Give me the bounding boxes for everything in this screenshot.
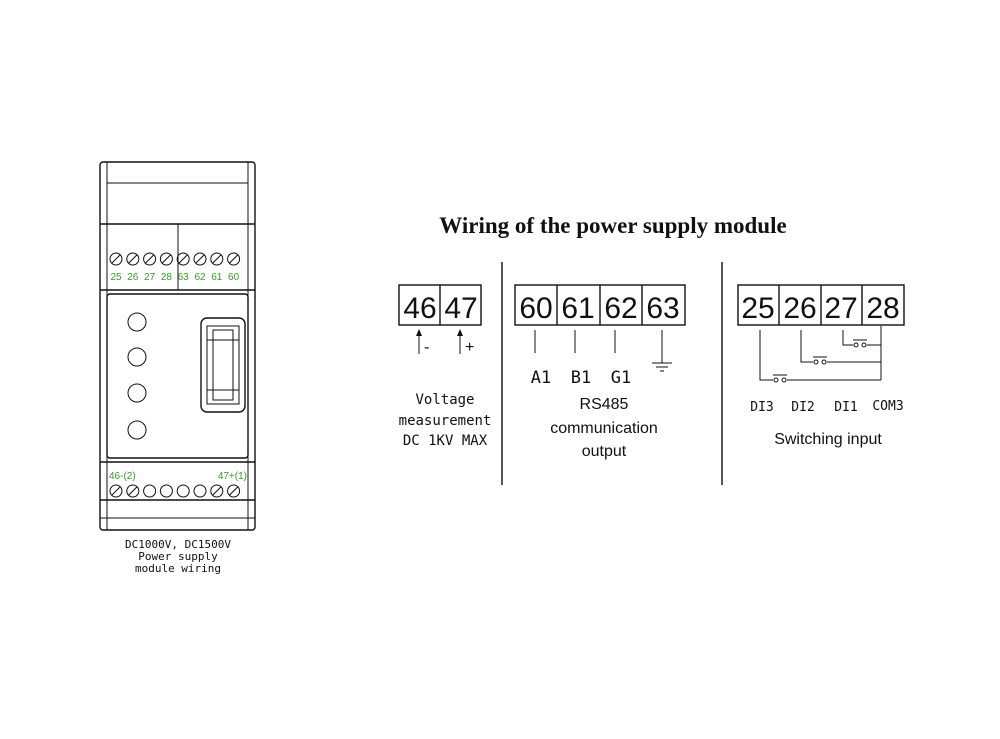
screw-terminal-icon [193, 252, 207, 266]
terminal-62: 62 [604, 292, 637, 325]
led-indicator [127, 420, 147, 440]
screw-slot [128, 486, 138, 496]
terminal-number: 63 [178, 272, 190, 283]
screw-slot [128, 254, 138, 264]
switching-input-section: 25 26 27 28 DI3 DI2 DI1 COM3 Switching i… [737, 284, 905, 448]
terminal-26: 26 [783, 292, 816, 325]
empty-terminal-icon [143, 484, 157, 498]
connector-port [200, 317, 246, 413]
switch-contact-icon [813, 356, 827, 365]
terminal-number: 25 [110, 272, 122, 283]
screw-slot [111, 486, 121, 496]
terminal-60: 60 [519, 292, 552, 325]
screw-terminal-icon [227, 484, 241, 498]
screw-terminal-icon [176, 252, 190, 266]
polarity-minus: - [424, 339, 429, 356]
terminal-number: 28 [161, 272, 173, 283]
label-com3: COM3 [872, 399, 903, 414]
rs485-description: output [582, 443, 627, 460]
terminal-number: 26 [127, 272, 139, 283]
empty-terminal-icon [176, 484, 190, 498]
switch-contact-icon [853, 339, 867, 348]
terminal-27: 27 [824, 292, 857, 325]
terminal-25: 25 [741, 292, 774, 325]
screw-terminal-icon [227, 252, 241, 266]
screw-slot [229, 254, 238, 264]
switch-contact-icon [773, 374, 787, 383]
arrow-icon [457, 329, 463, 336]
screw-terminal-icon [210, 252, 224, 266]
voltage-description: DC 1KV MAX [403, 433, 488, 449]
screw-slot [145, 254, 154, 264]
empty-terminal-icon [193, 484, 207, 498]
rs485-description: RS485 [580, 396, 629, 413]
screw-slot [212, 254, 222, 264]
terminal-63: 63 [646, 292, 679, 325]
switching-description: Switching input [774, 431, 882, 448]
diagram-title: Wiring of the power supply module [439, 213, 786, 238]
terminal-47: 47 [444, 292, 477, 325]
terminal-28: 28 [866, 292, 899, 325]
terminal-label-46: 46-(2) [109, 471, 136, 482]
signal-a1: A1 [531, 368, 551, 388]
screw-slot [178, 254, 188, 264]
screw-slot [229, 486, 238, 496]
screw-slot [162, 254, 171, 264]
led-indicator [127, 347, 147, 367]
label-di1: DI1 [834, 400, 857, 415]
led-indicator [127, 312, 147, 332]
screw-slot [111, 254, 121, 264]
polarity-plus: + [465, 339, 474, 356]
terminal-46: 46 [403, 292, 436, 325]
terminal-number: 62 [194, 272, 206, 283]
screw-terminal-icon [159, 252, 173, 266]
arrow-icon [416, 329, 422, 336]
terminal-61: 61 [561, 292, 594, 325]
terminal-number: 60 [228, 272, 240, 283]
label-di3: DI3 [750, 400, 773, 415]
voltage-measurement-section: 46 47 - + Voltage measurement DC 1KV MAX [398, 284, 492, 449]
power-supply-module-drawing: 25 26 27 28 63 62 61 60 46-(2) 47+(1) DC1000V, … [99, 161, 256, 575]
screw-terminal-icon [109, 484, 123, 498]
screw-slot [195, 254, 205, 264]
terminal-label-47: 47+(1) [218, 471, 247, 482]
led-indicator [127, 383, 147, 403]
screw-terminal-icon [109, 252, 123, 266]
voltage-description: Voltage [415, 392, 474, 408]
screw-slot [212, 486, 222, 496]
rs485-description: communication [550, 420, 658, 437]
ground-icon [652, 330, 672, 372]
screw-terminal-icon [126, 484, 140, 498]
signal-g1: G1 [611, 368, 631, 388]
screw-terminal-icon [143, 252, 157, 266]
device-caption: module wiring [135, 562, 221, 575]
empty-terminal-icon [159, 484, 173, 498]
screw-terminal-icon [210, 484, 224, 498]
device-caption: DC1000V, DC1500V [125, 538, 231, 551]
device-caption: Power supply [138, 550, 218, 563]
terminal-number: 61 [211, 272, 223, 283]
voltage-description: measurement [399, 413, 492, 429]
terminal-number: 27 [144, 272, 156, 283]
rs485-section: 60 61 62 63 A1 B1 G1 RS485 communication… [514, 284, 686, 460]
signal-b1: B1 [571, 368, 591, 388]
screw-terminal-icon [126, 252, 140, 266]
label-di2: DI2 [791, 400, 814, 415]
